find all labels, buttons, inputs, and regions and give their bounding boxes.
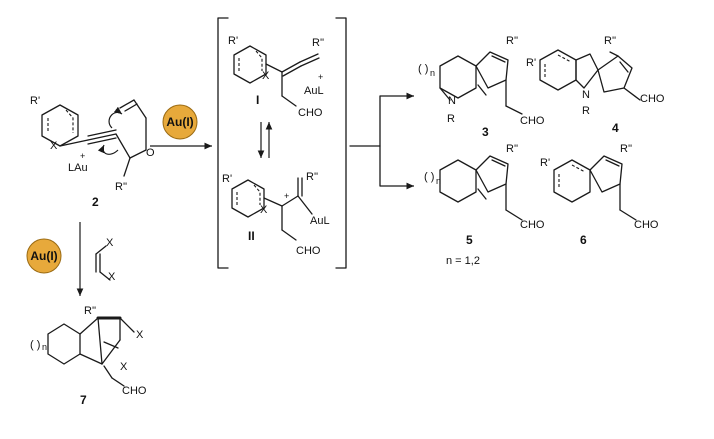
compound-6-number: 6 (580, 233, 587, 247)
compound-6-structure (553, 155, 637, 221)
compound-2-r-dprime: R'' (115, 181, 127, 193)
compound-2-r-prime: R' (30, 95, 40, 107)
catalyst-badge-lower: Au(I) (26, 238, 62, 274)
int-I-plus: + (318, 72, 323, 82)
compound-5-paren: ( ) (424, 171, 434, 183)
int-I-r-prime: R' (228, 35, 238, 47)
compound-5-number: 5 (466, 233, 473, 247)
compound-4-structure (539, 49, 641, 101)
compound-3-number: 3 (482, 125, 489, 139)
bracket-right (335, 17, 347, 269)
intermediate-II-structure (231, 177, 313, 241)
compound-4-number: 4 (612, 121, 619, 135)
compound-2-number: 2 (92, 195, 99, 209)
compound-3-structure (439, 51, 523, 115)
int-II-label: II (248, 229, 255, 243)
compound-2-lau-label: LAu (68, 162, 88, 174)
reagent-x-top: X (106, 237, 114, 249)
int-II-r-prime: R' (222, 173, 232, 185)
int-II-aul-label: AuL (310, 215, 330, 227)
compound-3-r: R (447, 113, 455, 125)
equilibrium-arrows (257, 122, 273, 158)
compound-7-paren: ( ) (30, 339, 40, 351)
svg-text:Au(I): Au(I) (166, 115, 193, 129)
int-I-x-label: X (262, 70, 270, 82)
int-II-cho-label: CHO (296, 245, 321, 257)
compound-5-r-dprime: R'' (506, 143, 518, 155)
compound-4-r: R (582, 105, 590, 117)
compound-3-n: n (430, 68, 435, 78)
compound-5-cho: CHO (520, 219, 545, 231)
int-II-x-label: X (260, 204, 268, 216)
compound-4-cho: CHO (640, 93, 665, 105)
intermediate-I-structure (233, 45, 320, 107)
compound-7-number: 7 (80, 393, 87, 407)
compound-7-x-top: X (136, 329, 144, 341)
int-II-r-dprime: R'' (306, 171, 318, 183)
compound-3-paren: ( ) (418, 63, 428, 75)
compound-4-n-atom: N (582, 89, 590, 101)
compound-6-cho: CHO (634, 219, 659, 231)
int-I-aul-label: AuL (304, 85, 324, 97)
compound-2-o-label: O (146, 147, 155, 159)
int-I-label: I (256, 93, 259, 107)
compound-3-r-dprime: R'' (506, 35, 518, 47)
bracket-left (217, 17, 229, 269)
compound-7-x-bottom: X (120, 361, 128, 373)
reagent-x-bottom: X (108, 271, 116, 283)
compound-7-n: n (42, 342, 47, 352)
compound-6-r-prime: R' (540, 157, 550, 169)
compound-7-structure (47, 316, 135, 387)
compound-2-plus: + (80, 151, 85, 161)
compound-4-r-dprime: R'' (604, 35, 616, 47)
compound-5-structure (439, 155, 523, 221)
n-values-note: n = 1,2 (446, 255, 480, 267)
svg-text:Au(I): Au(I) (30, 249, 57, 263)
compound-7-r-dprime: R'' (84, 305, 96, 317)
compound-3-n-atom: N (448, 95, 456, 107)
compound-5-n: n (436, 176, 441, 186)
compound-3-cho: CHO (520, 115, 545, 127)
compound-2-structure (41, 99, 147, 177)
compound-6-r-dprime: R'' (620, 143, 632, 155)
int-I-cho-label: CHO (298, 107, 323, 119)
product-branch-arrows (349, 92, 414, 190)
int-II-plus: + (284, 191, 289, 201)
reagent-alkyne (95, 245, 111, 281)
int-I-r-dprime: R'' (312, 37, 324, 49)
compound-4-r-prime: R' (526, 57, 536, 69)
catalyst-badge-main: Au(I) (162, 104, 198, 140)
compound-2-x-label: X (50, 140, 58, 152)
compound-7-cho: CHO (122, 385, 147, 397)
